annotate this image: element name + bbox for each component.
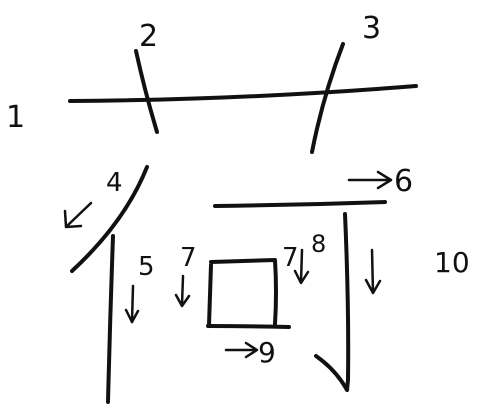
arrow-7-down-icon <box>174 274 191 308</box>
label-4: 4 <box>106 168 123 198</box>
stroke-7-box-left <box>207 263 213 327</box>
arrow-6-right-icon <box>347 170 393 190</box>
label-10: 10 <box>434 246 470 279</box>
label-1: 1 <box>6 100 25 135</box>
stroke-5-vertical-line <box>106 234 115 404</box>
arrow-4-down-left-icon <box>63 201 93 229</box>
label-9: 9 <box>258 336 276 369</box>
stroke-2-slant-line <box>134 49 159 134</box>
stroke-3-slant-line <box>310 42 345 154</box>
label-8: 8 <box>311 230 326 258</box>
label-3: 3 <box>362 11 381 46</box>
stroke-1-horizontal-line <box>68 84 418 103</box>
arrow-8-down-icon <box>293 248 310 285</box>
stroke-8-box-top-right <box>209 258 278 326</box>
arrow-9-right-icon <box>224 341 259 359</box>
label-6: 6 <box>394 164 413 199</box>
arrow-5-down-icon <box>124 284 140 324</box>
label-7-second: 7 <box>282 243 299 273</box>
stroke-4-curve-line <box>70 165 149 273</box>
stroke-6-horizontal-line <box>213 200 387 208</box>
arrow-10-down-icon <box>364 248 382 295</box>
label-5: 5 <box>138 252 155 282</box>
label-2: 2 <box>139 19 158 54</box>
stroke-10-vertical-hook <box>314 212 351 392</box>
stroke-9-box-bottom <box>206 324 291 329</box>
label-7: 7 <box>180 243 197 273</box>
